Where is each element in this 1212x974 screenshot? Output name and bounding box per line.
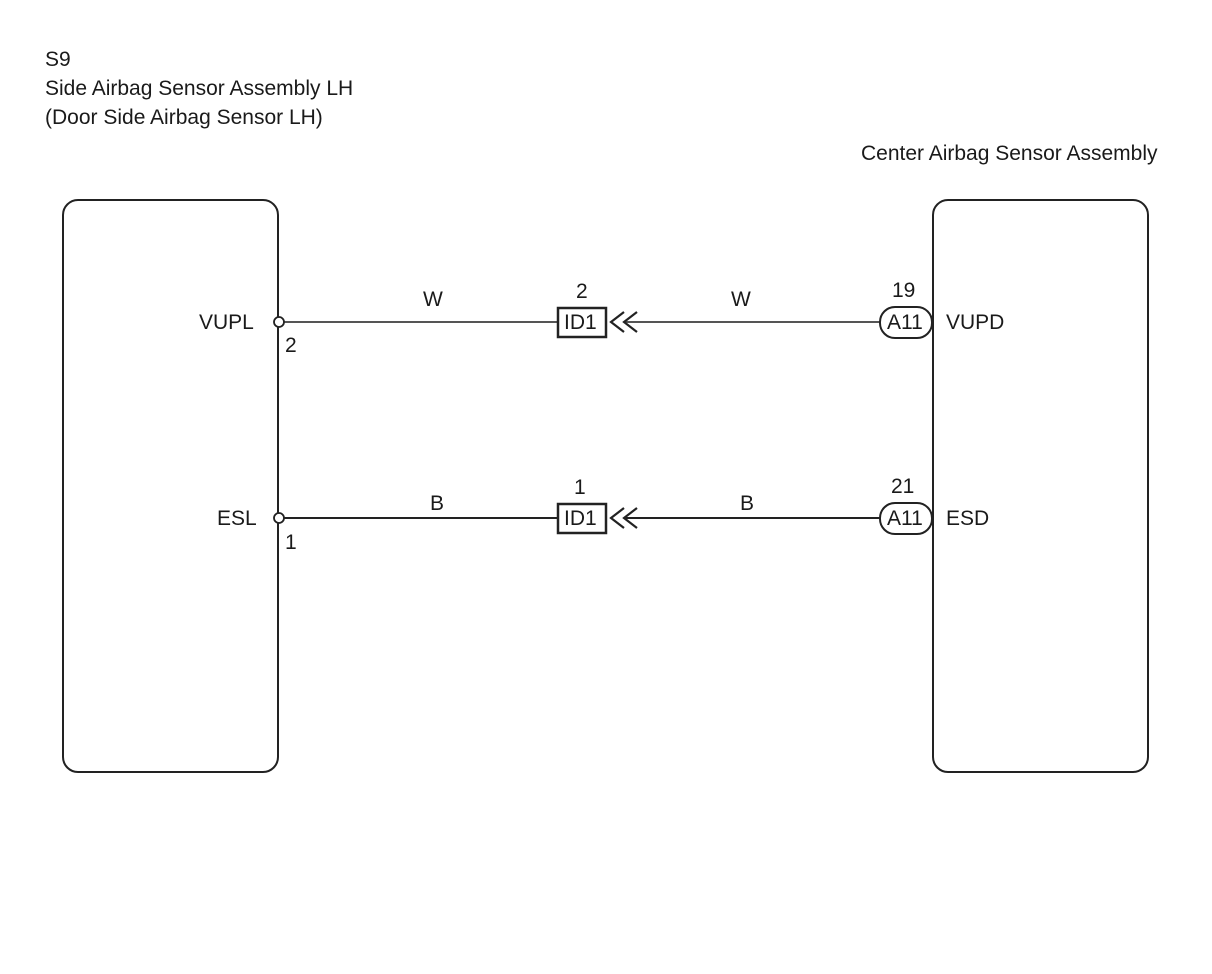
left-pin-1-number: 2 bbox=[285, 334, 297, 357]
wire-2-color-left: B bbox=[430, 492, 445, 515]
wire-1-color-right: W bbox=[731, 288, 751, 311]
wire-2-chevron-inner bbox=[622, 507, 638, 529]
right-component-box bbox=[932, 199, 1149, 773]
wire-2-color-right: B bbox=[740, 492, 755, 515]
left-pin-1-signal: VUPL bbox=[199, 311, 254, 334]
wire-1-connector-pill bbox=[879, 306, 933, 339]
wire-1-junction-label: ID1 bbox=[564, 311, 597, 334]
wire-2-junction-box bbox=[556, 502, 608, 535]
left-pin-2-signal: ESL bbox=[217, 507, 257, 530]
right-pin-2-number: 21 bbox=[891, 475, 915, 498]
wire-1-chevron-outer bbox=[609, 311, 625, 333]
wire-1-junction-box bbox=[556, 306, 608, 339]
left-component-subname: (Door Side Airbag Sensor LH) bbox=[45, 106, 323, 129]
right-pin-1-number: 19 bbox=[892, 279, 916, 302]
left-component-code: S9 bbox=[45, 48, 71, 71]
left-component-name: Side Airbag Sensor Assembly LH bbox=[45, 77, 354, 100]
right-component-name: Center Airbag Sensor Assembly bbox=[861, 142, 1158, 165]
wire-1-color-left: W bbox=[423, 288, 443, 311]
left-pin-2-number: 1 bbox=[285, 531, 297, 554]
wire-2-terminal-left bbox=[273, 512, 285, 524]
wire-1-terminal-left bbox=[273, 316, 285, 328]
wire-1-junction-pin: 2 bbox=[576, 280, 588, 303]
left-component-title: S9 Side Airbag Sensor Assembly LH (Door … bbox=[45, 45, 353, 132]
wire-2-junction-label: ID1 bbox=[564, 507, 597, 530]
left-component-box bbox=[62, 199, 279, 773]
wire-1-connector-label: A11 bbox=[887, 311, 923, 334]
wire-2-chevron-outer bbox=[609, 507, 625, 529]
right-pin-1-signal: VUPD bbox=[946, 311, 1005, 334]
right-pin-2-signal: ESD bbox=[946, 507, 990, 530]
wire-2-connector-label: A11 bbox=[887, 507, 923, 530]
wire-1-chevron-inner bbox=[622, 311, 638, 333]
wire-2-junction-pin: 1 bbox=[574, 476, 586, 499]
wire-2-connector-pill bbox=[879, 502, 933, 535]
